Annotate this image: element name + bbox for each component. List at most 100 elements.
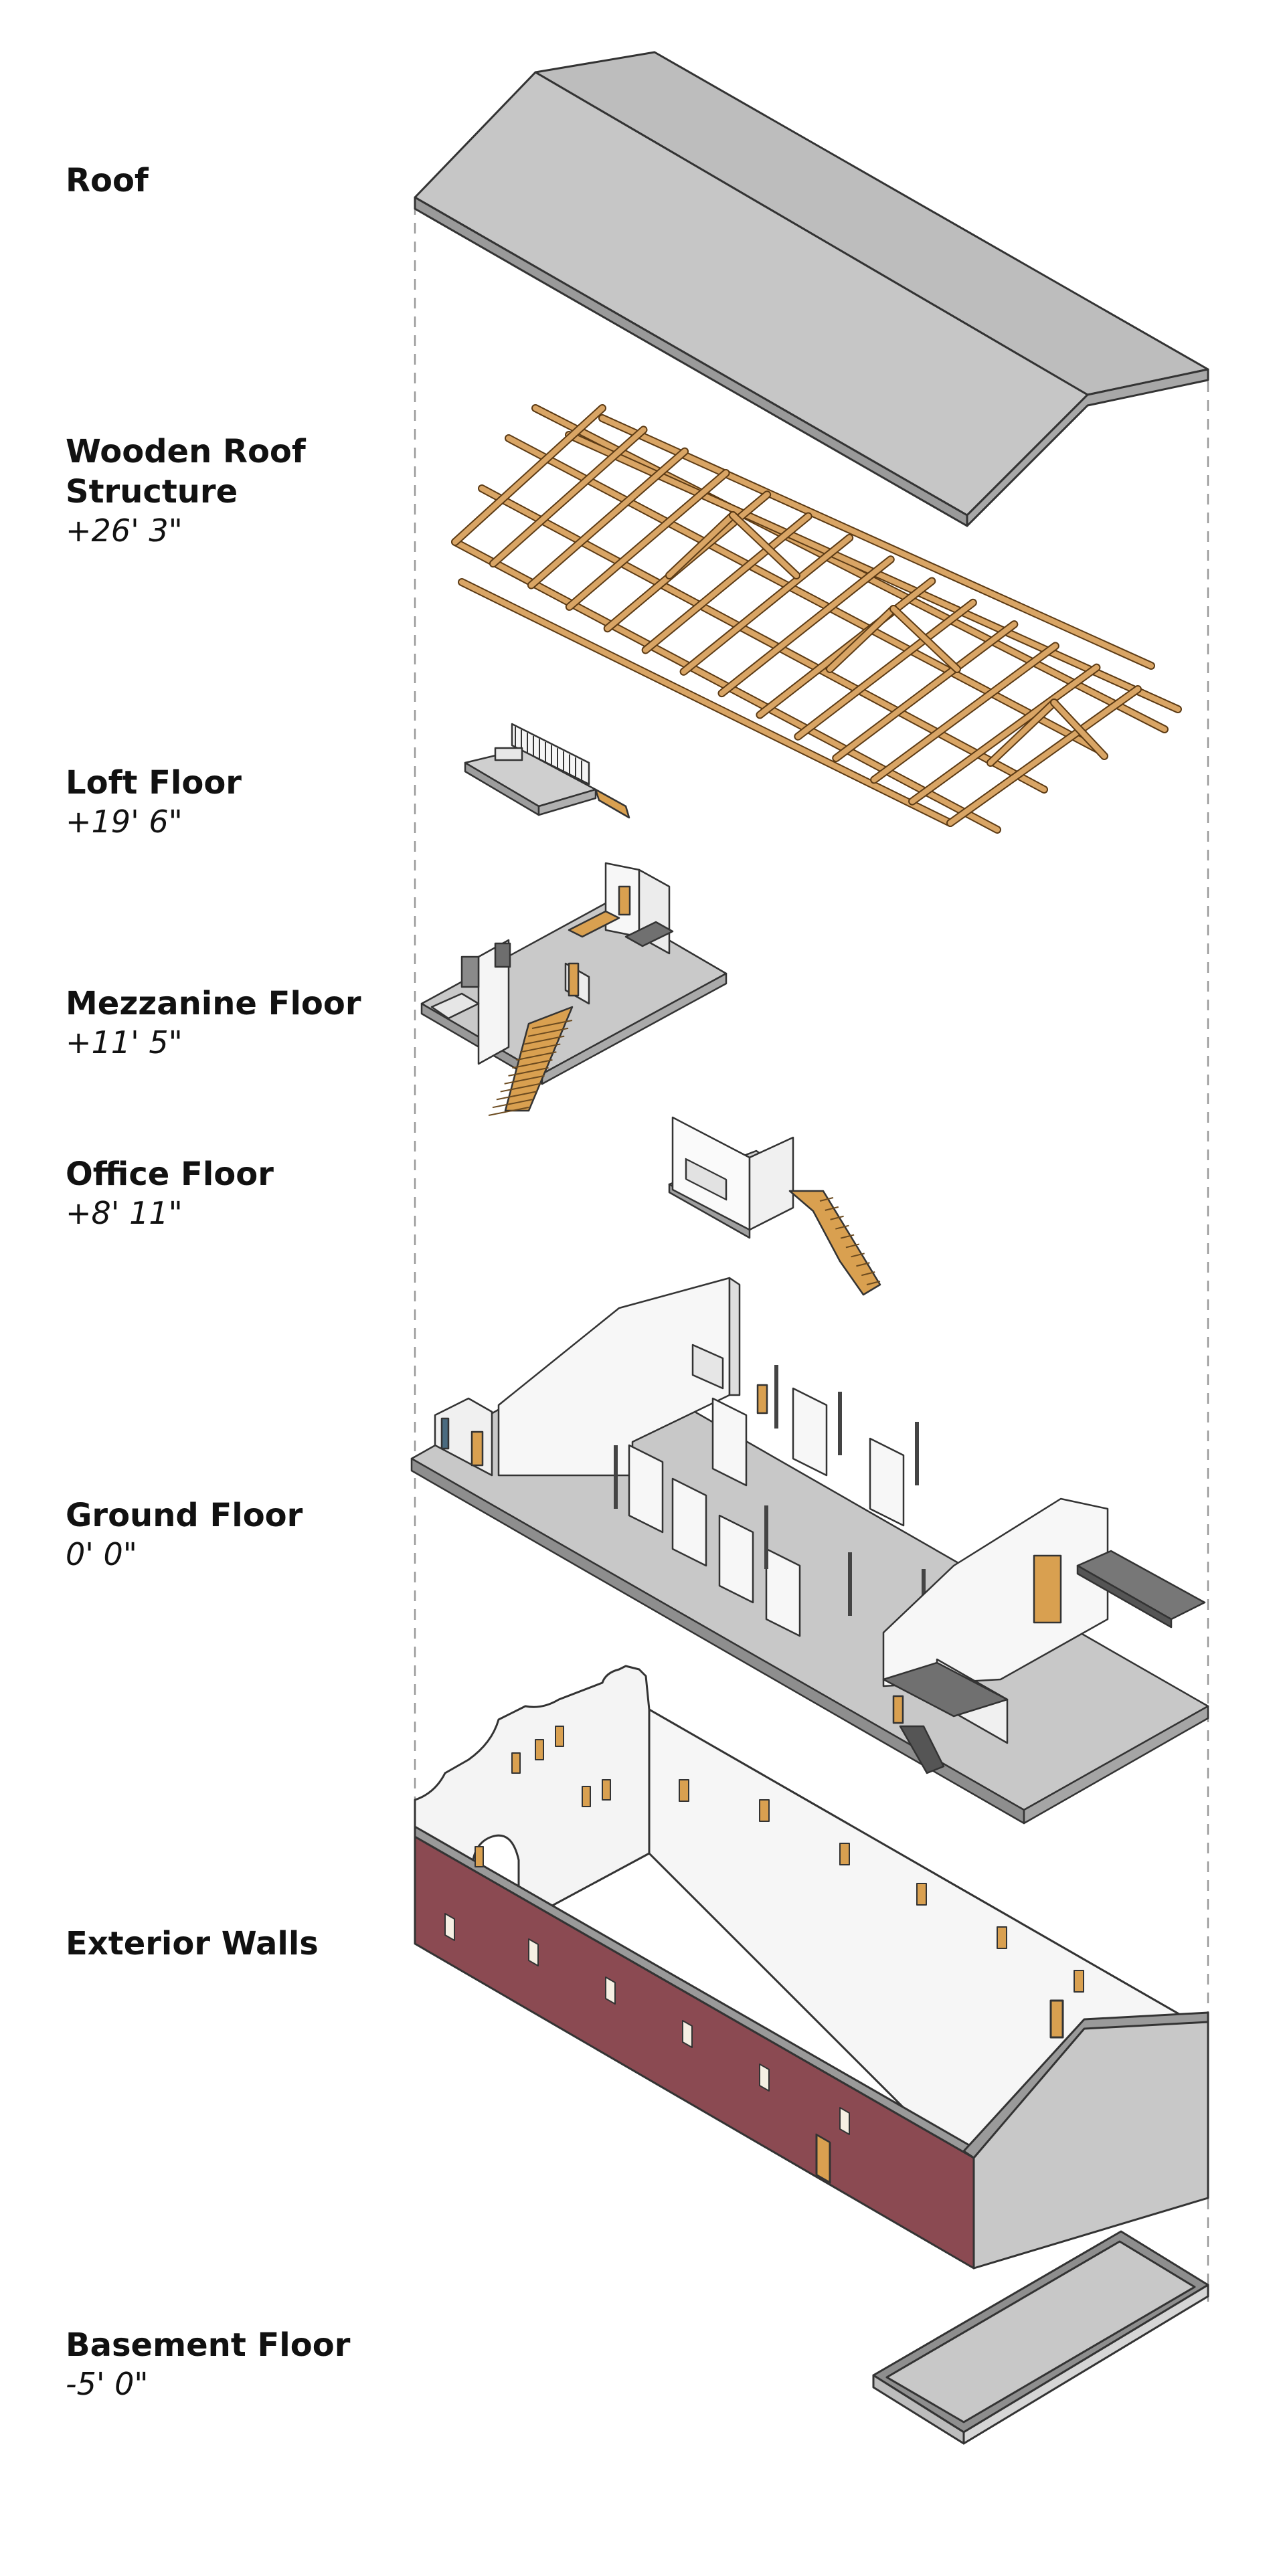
layer-name: Roof xyxy=(66,162,149,199)
ground-door-bottom xyxy=(892,1695,904,1724)
layer-name: Mezzanine Floor xyxy=(66,985,361,1022)
mezzanine-stair-tread xyxy=(523,1035,565,1045)
layer-label-mezzanine: Mezzanine Floor +11' 5" xyxy=(66,984,361,1061)
purlin-face xyxy=(600,416,1154,668)
ground-partition-panel xyxy=(718,1514,754,1604)
layer-name: Basement Floor xyxy=(66,2326,351,2364)
exterior-window-front xyxy=(682,2020,693,2048)
loft-stair xyxy=(594,788,630,819)
layer-label-office: Office Floor +8' 11" xyxy=(66,1154,274,1232)
ground-partition-panel xyxy=(671,1477,707,1567)
ground-canopy-side xyxy=(1076,1564,1173,1629)
truss-chord-face xyxy=(988,700,1057,765)
mezzanine-floor-model xyxy=(420,862,727,1116)
ground-dark-box xyxy=(882,1661,1009,1718)
exterior-window-back xyxy=(759,1799,770,1822)
exterior-window-gable xyxy=(582,1786,591,1807)
layer-label-roof-structure: Wooden Roof Structure +26' 3" xyxy=(66,432,306,549)
ground-partition-panel xyxy=(792,1387,828,1477)
rafter-face xyxy=(871,643,1058,783)
mezzanine-table xyxy=(568,910,620,938)
layer-name: Wooden Roof Structure xyxy=(66,433,306,511)
mezzanine-stair-tread xyxy=(488,1107,529,1116)
rafter-face xyxy=(566,470,729,610)
ground-partition-panel xyxy=(628,1444,664,1534)
layer-elevation: +8' 11" xyxy=(66,1195,183,1231)
exterior-window-front xyxy=(605,1976,616,2005)
truss-chord-face xyxy=(891,606,960,672)
office-stair-tread xyxy=(830,1215,844,1220)
rafter-face xyxy=(910,664,1100,804)
mezzanine-stair-tread xyxy=(516,1051,557,1061)
exterior-window-gable xyxy=(535,1739,544,1760)
mezzanine-door xyxy=(618,885,631,916)
exterior-window-front xyxy=(528,1938,539,1966)
layer-name: Office Floor xyxy=(66,1156,274,1193)
mezzanine-cabinet xyxy=(494,942,511,968)
ground-floor-model xyxy=(410,1277,1209,1825)
rafter-face xyxy=(452,405,605,545)
rafter-face xyxy=(490,427,647,567)
ground-window-block xyxy=(691,1344,724,1390)
purlin-face xyxy=(459,579,953,826)
layer-label-loft: Loft Floor +19' 6" xyxy=(66,763,242,840)
rafter-face xyxy=(948,686,1140,826)
mezzanine-stair-tread xyxy=(504,1075,545,1085)
exterior-window-gable xyxy=(602,1779,611,1801)
exterior-window-front xyxy=(444,1913,455,1941)
truss-chord-face xyxy=(667,513,736,578)
ground-partition-panel xyxy=(869,1437,905,1527)
layer-name: Exterior Walls xyxy=(66,1925,319,1962)
roof-model xyxy=(414,51,1209,527)
office-stair-tread xyxy=(866,1281,881,1285)
mezzanine-sofa xyxy=(624,921,674,947)
mezzanine-bed xyxy=(430,992,480,1020)
exterior-window-back xyxy=(679,1779,689,1802)
wooden-roof-structure-model xyxy=(451,404,1182,834)
layer-elevation: +19' 6" xyxy=(66,804,183,840)
ground-slab-edge-right xyxy=(1023,1705,1209,1825)
ground-door-center xyxy=(756,1384,768,1414)
rafter-face xyxy=(642,513,811,653)
exterior-window-front xyxy=(839,2107,850,2135)
exterior-window-gable xyxy=(511,1752,521,1774)
exterior-window-back xyxy=(839,1843,850,1865)
roof-ridge xyxy=(535,72,1088,395)
office-stair-tread xyxy=(851,1253,865,1258)
rafter-face xyxy=(795,600,976,739)
ground-wall-left-back xyxy=(728,1277,741,1396)
office-stair-tread xyxy=(835,1224,849,1230)
ground-door-left xyxy=(470,1431,484,1467)
mezzanine-stair-tread xyxy=(496,1091,537,1101)
office-stair-tread xyxy=(825,1206,839,1211)
truss-chord-face xyxy=(827,606,896,672)
office-stair-tread xyxy=(856,1262,870,1267)
basement-floor-model xyxy=(872,2230,1209,2445)
truss-chord-face xyxy=(1051,700,1107,759)
exterior-window-back xyxy=(1074,1970,1084,1993)
exterior-gable-parapet xyxy=(414,1665,651,1925)
rafter-face xyxy=(528,448,688,588)
mezzanine-stair-tread xyxy=(512,1059,553,1069)
layer-label-basement: Basement Floor -5' 0" xyxy=(66,2325,350,2403)
exterior-window-gable xyxy=(555,1726,564,1747)
ground-wall-left-diagonal xyxy=(497,1277,731,1477)
exterior-window-gable xyxy=(475,1846,484,1867)
office-stair-tread xyxy=(819,1197,834,1202)
layer-label-roof: Roof xyxy=(66,161,149,201)
ground-stair-down xyxy=(899,1725,945,1774)
ground-door-right xyxy=(1033,1554,1062,1624)
loft-bed xyxy=(494,747,523,761)
purlin-face xyxy=(506,436,1100,752)
exterior-window-front xyxy=(759,2063,770,2092)
exterior-right-gable-edge xyxy=(962,2011,1209,2159)
purlin-face xyxy=(533,405,1167,732)
office-floor-model xyxy=(668,1116,881,1296)
mezzanine-stair-tread xyxy=(508,1067,549,1077)
loft-slab-edge-right xyxy=(537,788,597,816)
mezzanine-kitchen-unit xyxy=(460,955,480,988)
office-stair-tread xyxy=(861,1271,875,1277)
office-stair-tread xyxy=(840,1234,855,1239)
ground-partition-panel xyxy=(711,1397,748,1487)
